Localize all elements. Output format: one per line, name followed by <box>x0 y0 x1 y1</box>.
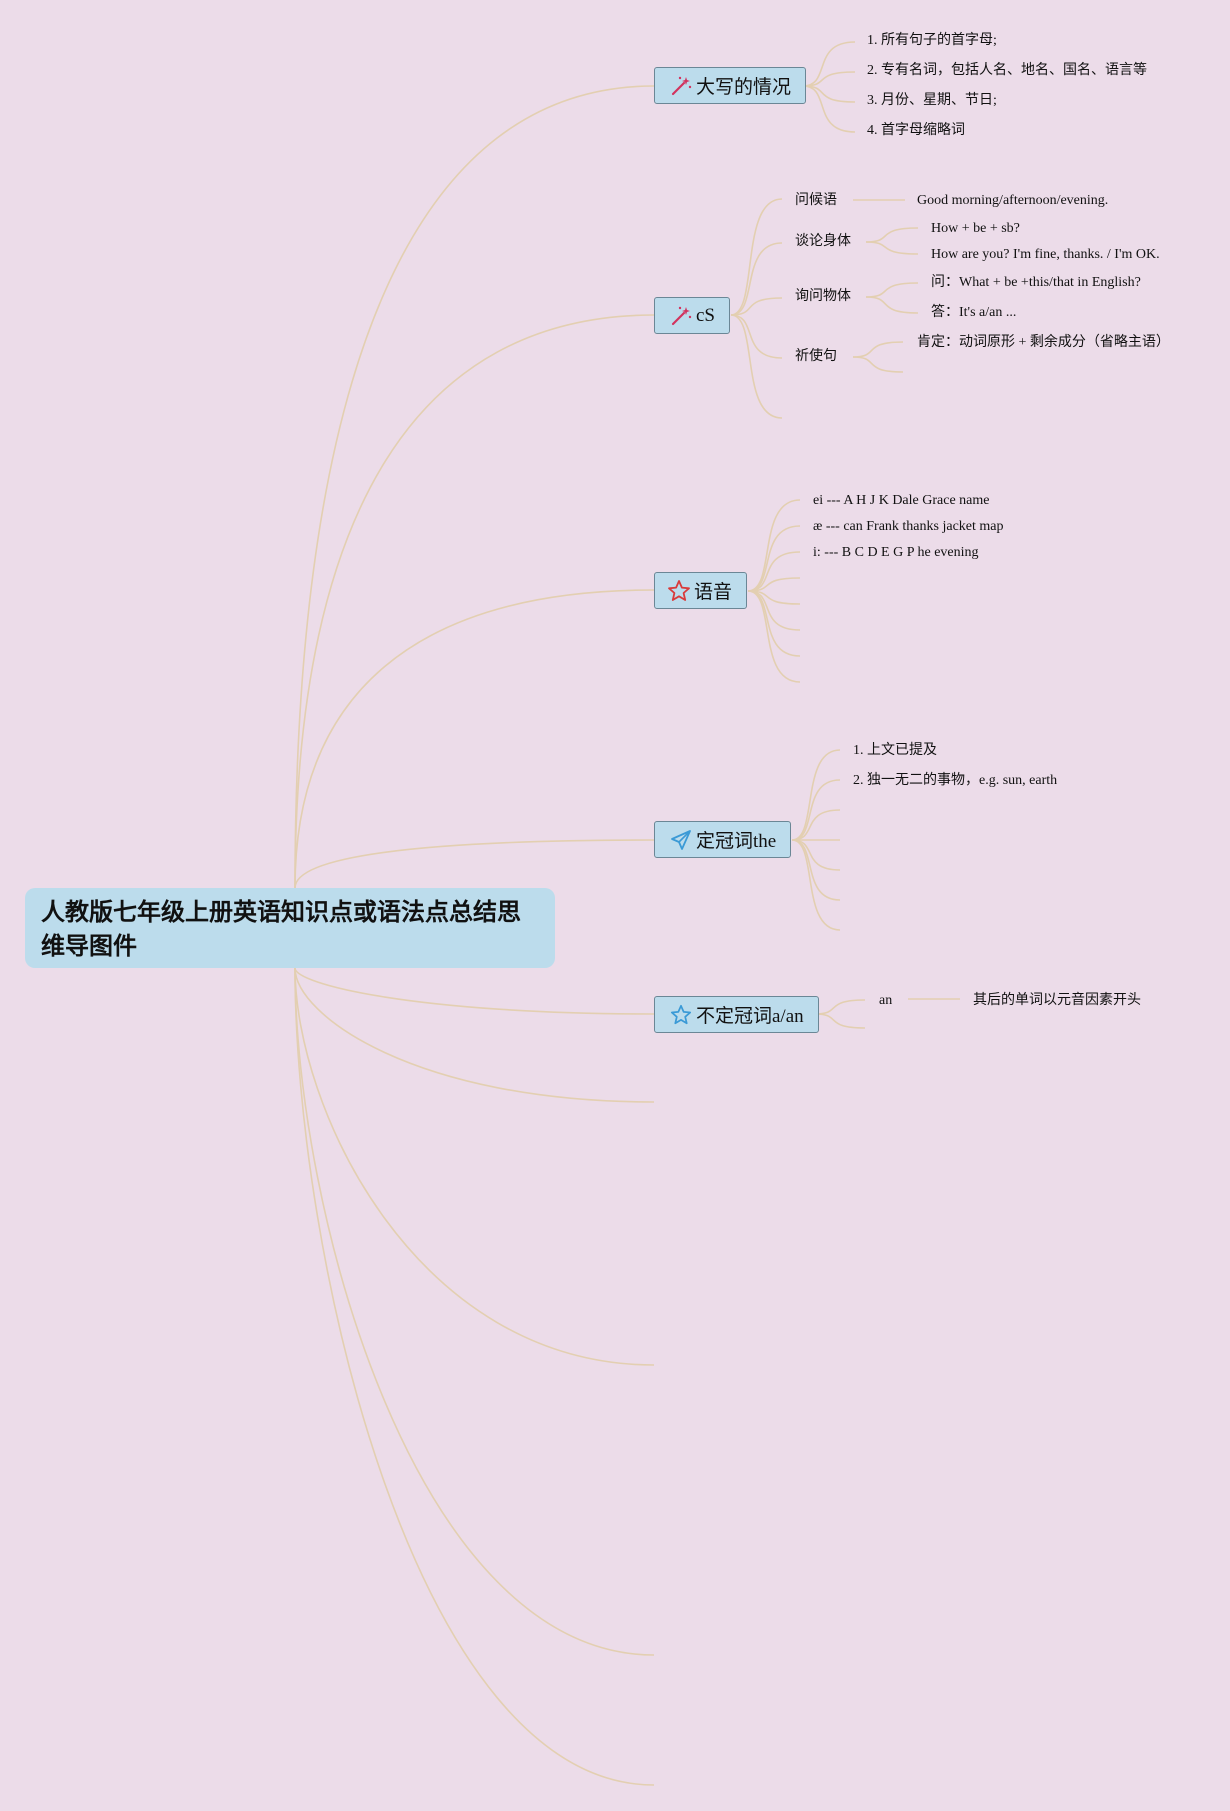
topic-definite-article[interactable]: 定冠词the <box>654 821 792 858</box>
branch-connector <box>865 296 919 314</box>
leaf-pronunciation-3: i: --- B C D E G P he evening <box>813 545 979 560</box>
branch-connector <box>802 85 856 103</box>
branch-connector <box>791 809 841 841</box>
branch-connector <box>802 41 856 87</box>
leaf-health-2: How are you? I'm fine, thanks. / I'm OK. <box>931 247 1160 262</box>
branch-connector <box>865 227 919 243</box>
root-connector <box>294 967 655 1656</box>
root-title-line-2: 维导图件 <box>41 932 137 960</box>
branch-connector <box>747 525 801 592</box>
branch-connector <box>730 198 783 316</box>
branch-connector <box>802 85 856 133</box>
root-connector <box>294 967 655 1103</box>
branch-connector <box>730 314 783 419</box>
branch-connector <box>791 839 841 871</box>
leaf-capitalization-4: 4. 首字母缩略词 <box>867 123 965 138</box>
branch-connector <box>802 71 856 87</box>
root-connector <box>294 839 655 889</box>
root-title-line-1: 人教版七年级上册英语知识点或语法点总结思 <box>41 898 521 926</box>
star-outline-icon <box>669 1003 693 1027</box>
topic-capitalization[interactable]: 大写的情况 <box>654 67 807 104</box>
paper-plane-icon <box>669 828 693 852</box>
branch-connector <box>747 499 801 592</box>
root-connector <box>294 967 655 1366</box>
leaf-capitalization-2: 2. 专有名词，包括人名、地名、国名、语言等 <box>867 63 1147 78</box>
topic-label: 不定冠词a/an <box>696 1006 804 1027</box>
leaf-pronunciation-1: ei --- A H J K Dale Grace name <box>813 493 990 508</box>
leaf-definite-article-1: 1. 上文已提及 <box>853 743 937 758</box>
root-connector <box>294 314 655 889</box>
topic-label: 定冠词the <box>696 831 777 852</box>
leaf-imperative-1: 肯定：动词原形 + 剩余成分（省略主语） <box>917 335 1170 350</box>
subtopic-asking-object: 询问物体 <box>795 289 851 304</box>
star-outline-icon <box>667 579 691 603</box>
branch-connector <box>852 356 904 373</box>
leaf-greeting-1: Good morning/afternoon/evening. <box>917 193 1109 208</box>
leaf-asking-object-1: 问：What + be +this/that in English? <box>931 275 1141 290</box>
root-connector <box>294 85 655 889</box>
branch-connector <box>791 839 841 931</box>
branch-connector <box>791 749 841 841</box>
branch-connector <box>730 314 783 359</box>
branch-connector <box>747 590 801 683</box>
branch-connector <box>730 297 783 316</box>
branch-connector <box>730 242 783 316</box>
topic-label: 大写的情况 <box>696 77 792 98</box>
topic-label: cS <box>696 304 715 326</box>
topic-pronunciation[interactable]: 语音 <box>654 572 748 609</box>
root-connector <box>294 589 655 889</box>
magic-wand-icon <box>669 304 693 328</box>
subtopic-an: an <box>879 993 893 1008</box>
branch-connector <box>852 341 904 358</box>
branch-connector <box>791 779 841 841</box>
leaf-asking-object-2: 答：It's a/an ... <box>931 305 1017 320</box>
subtopic-greeting: 问候语 <box>795 193 837 208</box>
branch-connector <box>747 590 801 631</box>
topic-cs[interactable]: cS <box>654 297 730 334</box>
subtopic-imperative: 祈使句 <box>795 349 837 364</box>
topic-label: 语音 <box>694 582 733 603</box>
leaf-pronunciation-2: æ --- can Frank thanks jacket map <box>813 519 1004 534</box>
root-topic[interactable]: 人教版七年级上册英语知识点或语法点总结思 维导图件 <box>25 888 555 968</box>
branch-connector <box>747 551 801 592</box>
branch-connector <box>814 999 866 1015</box>
leaf-capitalization-3: 3. 月份、星期、节日; <box>867 93 997 108</box>
leaf-health-1: How + be + sb? <box>931 221 1020 236</box>
branch-connector <box>865 241 919 255</box>
leaf-capitalization-1: 1. 所有句子的首字母; <box>867 33 997 48</box>
subtopic-health: 谈论身体 <box>795 234 851 249</box>
leaf-definite-article-2: 2. 独一无二的事物，e.g. sun, earth <box>853 773 1058 788</box>
leaf-an-1: 其后的单词以元音因素开头 <box>973 993 1141 1008</box>
branch-connector <box>814 1013 866 1029</box>
root-connector <box>294 967 655 1786</box>
topic-indefinite-article[interactable]: 不定冠词a/an <box>654 996 819 1033</box>
branch-connector <box>865 282 919 298</box>
root-connector <box>294 967 655 1015</box>
magic-wand-icon <box>669 74 693 98</box>
